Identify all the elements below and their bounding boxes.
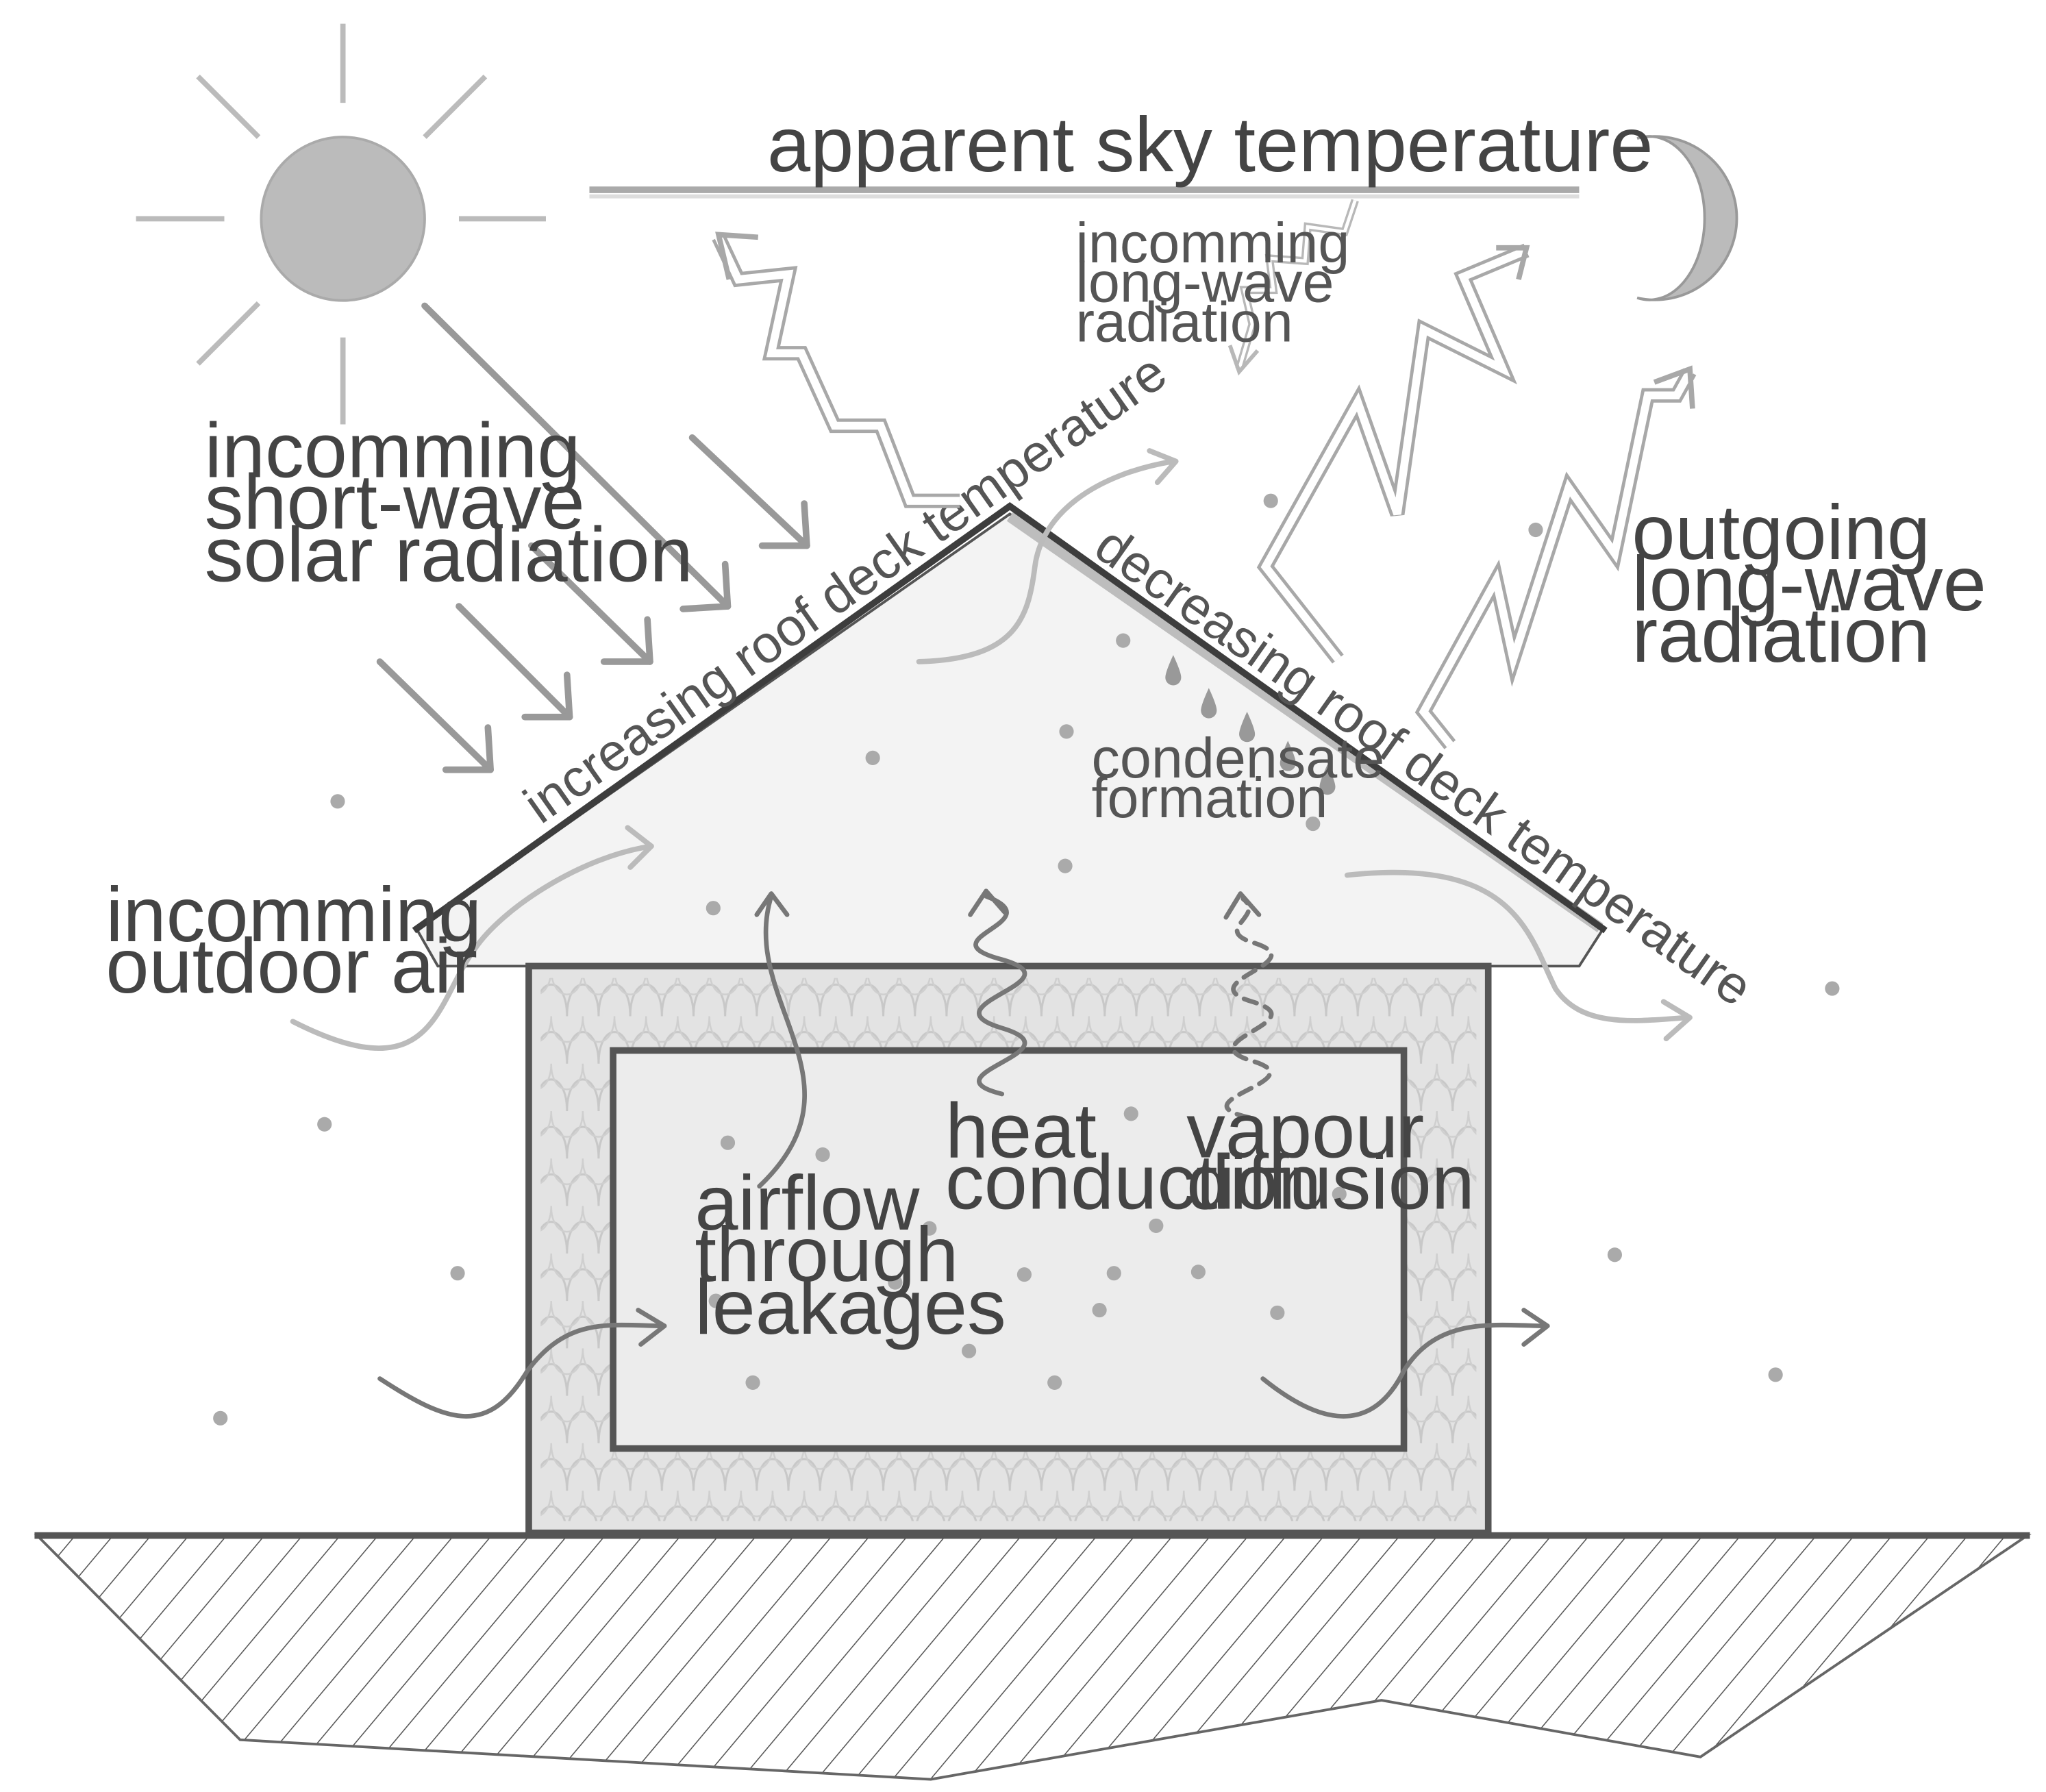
heat-conduction-label: heat conduction [945, 1087, 1321, 1225]
outdoor-air-label: incomming outdoor air [105, 871, 503, 1010]
outdoor-air-line-1: incomming [105, 871, 482, 958]
wall-airflow-arrows [377, 1308, 1550, 1419]
sky-temperature-line [589, 186, 1580, 199]
sky-temperature-label: apparent sky temperature [767, 101, 1654, 188]
attic [412, 501, 1608, 968]
heat-conduction-line-1: heat [945, 1087, 1097, 1174]
outdoor-air-line-2: outdoor air [105, 923, 477, 1010]
outgoing-longwave-line-1: outgoing [1632, 489, 1930, 576]
incoming-shortwave-label: incomming short-wave solar radiation [205, 408, 693, 599]
outgoing-longwave-label: outgoing long-wave radiation [1632, 489, 2008, 679]
crescent-moon-icon [1636, 135, 1738, 301]
outgoing-longwave-line-3: radiation [1632, 592, 1930, 679]
heat-conduction-arrow [968, 888, 1027, 1097]
incoming-shortwave-line-3: solar radiation [205, 512, 693, 599]
vapour-diffusion-line-2: diffusion [1186, 1138, 1475, 1225]
airflow-line-2: through [695, 1211, 958, 1298]
shortwave-arrows [376, 302, 810, 773]
condensate-line-2: formation [1092, 766, 1328, 830]
vapour-diffusion-label: vapour diffusion [1186, 1087, 1475, 1225]
incoming-shortwave-line-1: incomming [205, 408, 581, 495]
vapour-diffusion-line-1: vapour [1186, 1087, 1424, 1174]
vapour-particles [213, 493, 1840, 1426]
building [525, 962, 1492, 1536]
droplet-icons [1165, 655, 1336, 795]
heat-conduction-line-2: conduction [945, 1138, 1321, 1225]
airflow-leakage-arrow [754, 891, 807, 1189]
vapour-diffusion-arrow [1224, 896, 1274, 1121]
airflow-line-1: airflow [695, 1160, 920, 1247]
ground [34, 1532, 2032, 1781]
interior-room [610, 1047, 1408, 1452]
roof-deck [412, 501, 1608, 934]
condensate-line-1: condensate [1092, 726, 1385, 790]
attic-airflow-arrows [290, 448, 1693, 1051]
airflow-label: airflow through leakages [695, 1160, 1006, 1351]
outgoing-longwave-zigzag-middle [1256, 243, 1530, 664]
airflow-line-3: leakages [695, 1264, 1006, 1351]
incoming-longwave-zigzag [1227, 199, 1359, 376]
vapour-diffusion-arrowhead [1223, 891, 1262, 920]
incoming-longwave-label: incomming long-wave radiation [1075, 211, 1365, 353]
outgoing-longwave-zigzag-right [1414, 365, 1697, 749]
incoming-shortwave-line-2: short-wave [205, 459, 585, 546]
incoming-longwave-line-3: radiation [1075, 290, 1293, 353]
incoming-longwave-line-2: long-wave [1075, 251, 1334, 314]
incoming-longwave-line-1: incomming [1075, 211, 1349, 275]
outgoing-longwave-line-2: long-wave [1632, 540, 1986, 627]
condensate-label: condensate formation [1092, 726, 1401, 830]
outgoing-longwave-zigzag-left [712, 232, 960, 508]
sun-icon [136, 23, 546, 425]
